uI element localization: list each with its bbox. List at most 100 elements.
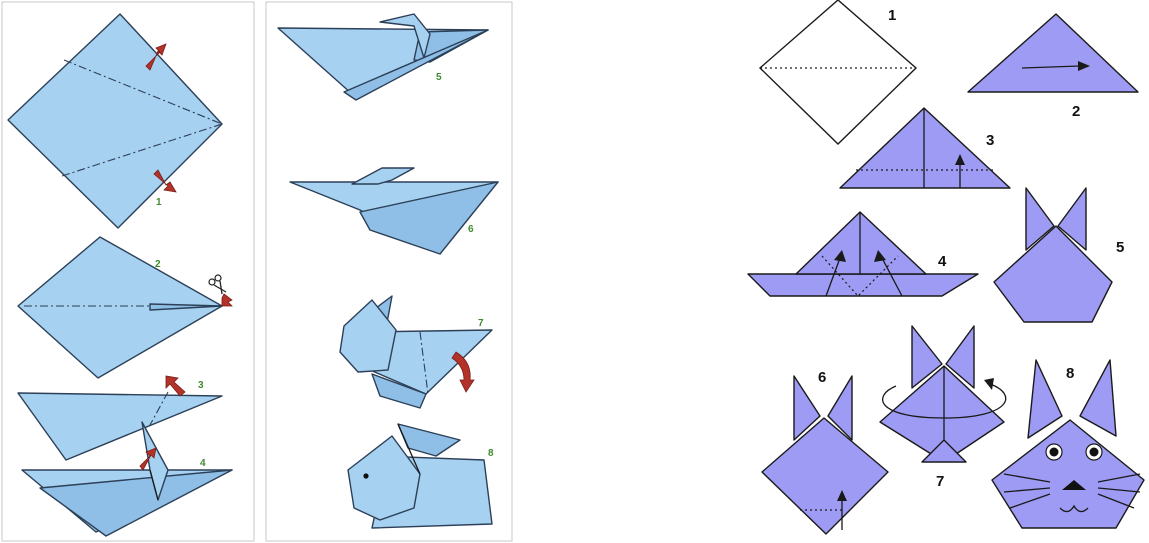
right-step-8: 8 [991, 359, 1145, 529]
left-step-7-head [339, 299, 397, 373]
left-step-6-underside [359, 181, 499, 255]
right-step-5: 5 [993, 187, 1124, 323]
right-step-4-base [747, 273, 979, 297]
right-step-8-number: 8 [1066, 365, 1074, 382]
left-step-4-lower-flap [39, 469, 233, 537]
left-step-5-neck [379, 13, 431, 59]
right-step-8-whisker-left-3 [1009, 493, 1051, 509]
left-column-frame-a [1, 1, 255, 542]
left-step-5: 5 [277, 13, 489, 101]
right-step-2-arrow-shaft [1021, 65, 1081, 69]
left-step-5-number: 5 [436, 72, 442, 83]
right-step-2-arrowhead [1078, 61, 1090, 71]
left-step-8-eye [363, 473, 369, 479]
right-step-7-right-ear [945, 325, 975, 389]
right-step-2-number: 2 [1072, 103, 1080, 120]
right-step-6-number: 6 [818, 369, 826, 386]
right-step-8-whisker-right-1 [1097, 473, 1141, 483]
right-step-3-triangle [839, 107, 1011, 189]
left-step-6-neck [351, 167, 415, 185]
left-step-1-fold-line-lower [61, 123, 223, 177]
right-step-7-left-ear [911, 325, 943, 389]
right-step-1: 1 [758, 0, 918, 145]
left-step-6-number: 6 [468, 224, 474, 235]
left-step-2-slit [149, 303, 223, 311]
left-step-8: 8 [347, 423, 494, 529]
left-step-3-fold-line [149, 391, 169, 426]
right-step-6-left-ear [793, 375, 821, 441]
right-step-2-triangle [967, 13, 1139, 93]
right-step-6: 6 [761, 369, 889, 535]
right-panel: 1 2 3 4 [747, 0, 1145, 535]
left-panel: 1 2 3 [1, 1, 513, 542]
right-step-8-right-eye [1085, 443, 1103, 461]
right-step-1-number: 1 [888, 7, 896, 24]
right-step-8-right-ear [1079, 359, 1117, 437]
right-step-4: 4 [747, 211, 979, 297]
left-step-1: 1 [7, 13, 223, 229]
right-step-5-left-ear [1025, 187, 1055, 251]
right-step-7-chin-fold [921, 439, 967, 463]
left-step-8-ear-crease [397, 423, 421, 475]
left-step-3-triangle [17, 392, 223, 461]
left-step-8-ear [397, 423, 461, 457]
scissors-icon [208, 274, 227, 295]
right-step-5-body [993, 225, 1113, 323]
right-step-8-left-ear [1027, 359, 1063, 439]
right-step-7: 7 [879, 325, 1007, 490]
right-step-4-left-fold [825, 257, 841, 297]
right-step-8-whisker-right-3 [1097, 493, 1135, 509]
left-column-frame-b [265, 1, 513, 542]
right-step-5-right-ear [1057, 187, 1087, 251]
right-step-8-whisker-left-2 [1003, 487, 1051, 493]
left-step-4-fold-arrow [139, 447, 157, 471]
left-step-3-fold-arrow [165, 375, 186, 397]
left-step-2: 2 [17, 236, 233, 379]
left-step-2-kite [17, 236, 223, 379]
left-step-5-underside [343, 29, 489, 101]
left-step-7-fold-line [419, 331, 429, 395]
right-step-3: 3 [839, 107, 1011, 189]
left-step-7: 7 [339, 295, 493, 409]
right-step-6-right-ear [827, 375, 853, 441]
left-step-7-number: 7 [478, 318, 484, 329]
left-step-1-number: 1 [156, 197, 162, 208]
left-step-8-number: 8 [488, 448, 494, 459]
left-step-1-square [7, 13, 223, 229]
left-step-2-cut-arrow [221, 293, 233, 307]
right-step-6-arrowhead [837, 490, 847, 501]
right-step-4-fold-line [821, 255, 899, 297]
left-step-6: 6 [289, 167, 499, 255]
right-step-3-arrowhead [955, 154, 965, 165]
right-step-8-whisker-left-1 [1003, 473, 1051, 483]
right-step-5-number: 5 [1116, 239, 1124, 256]
right-step-6-body [761, 417, 889, 535]
right-step-8-whisker-right-2 [1097, 487, 1141, 493]
left-step-4: 4 [21, 421, 233, 537]
left-step-2-number: 2 [155, 259, 161, 270]
right-step-8-nose [1062, 480, 1086, 490]
right-step-7-turn-arrow [882, 383, 1007, 419]
right-step-1-square [758, 0, 918, 145]
left-step-3-number: 3 [198, 380, 204, 391]
left-step-8-head [347, 435, 421, 521]
left-step-1-fold-arrow-upper [145, 43, 167, 71]
left-step-4-neck-crease [149, 469, 159, 501]
right-step-4-arrowhead-right [874, 250, 886, 262]
right-step-7-turn-arrowhead [984, 378, 994, 390]
right-step-4-number: 4 [938, 253, 947, 270]
right-step-4-right-fold [881, 257, 903, 297]
right-step-7-number: 7 [936, 473, 944, 490]
right-step-8-mouth [1059, 504, 1089, 513]
left-step-3: 3 [17, 375, 223, 461]
right-step-8-left-eye [1045, 443, 1063, 461]
right-step-2: 2 [967, 13, 1139, 120]
left-step-1-fold-arrow-lower [153, 169, 177, 193]
left-step-4-number: 4 [200, 458, 206, 469]
right-step-4-arrowhead-left [834, 250, 846, 262]
left-step-1-fold-line-upper [63, 59, 223, 125]
right-step-3-number: 3 [986, 132, 994, 149]
left-step-7-bottom [371, 373, 427, 409]
left-step-7-fold-arrow [451, 351, 475, 393]
